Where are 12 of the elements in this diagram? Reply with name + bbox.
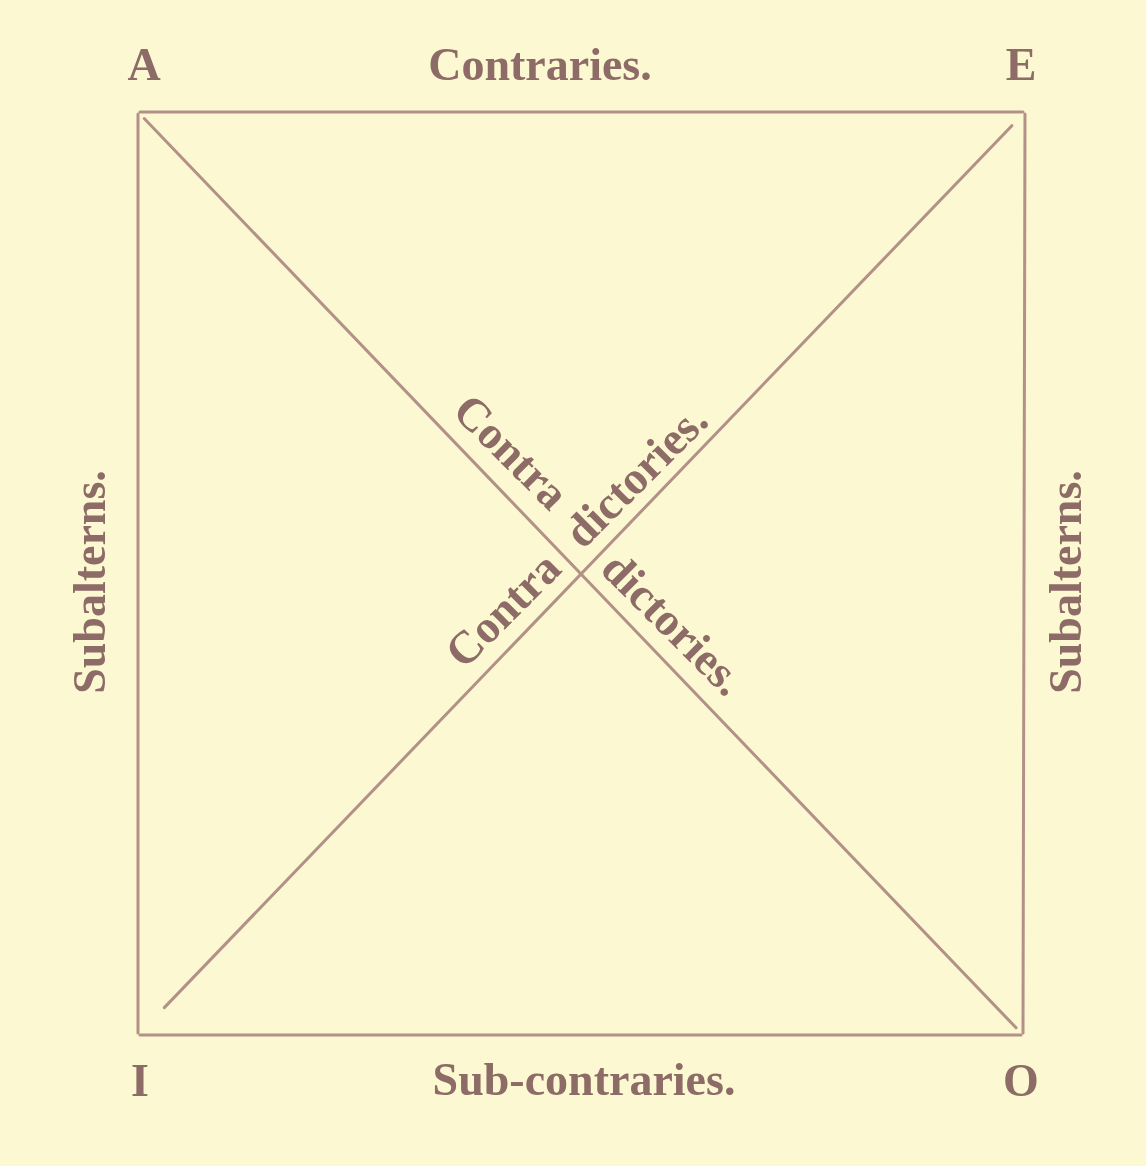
edge-label: Contraries. [428, 42, 652, 88]
connector-line [138, 110, 1025, 114]
connector-line [1021, 112, 1027, 1035]
edge-label: Subalterns. [1043, 470, 1089, 694]
edge-label: Subalterns. [67, 470, 113, 694]
corner-letter: A [127, 42, 161, 88]
connector-line [138, 1033, 1023, 1037]
corner-letter: E [1005, 42, 1037, 88]
edge-label: Sub-contraries. [432, 1057, 736, 1103]
corner-letter: I [131, 1058, 149, 1104]
corner-letter: O [1003, 1058, 1039, 1104]
connector-line [136, 112, 140, 1035]
